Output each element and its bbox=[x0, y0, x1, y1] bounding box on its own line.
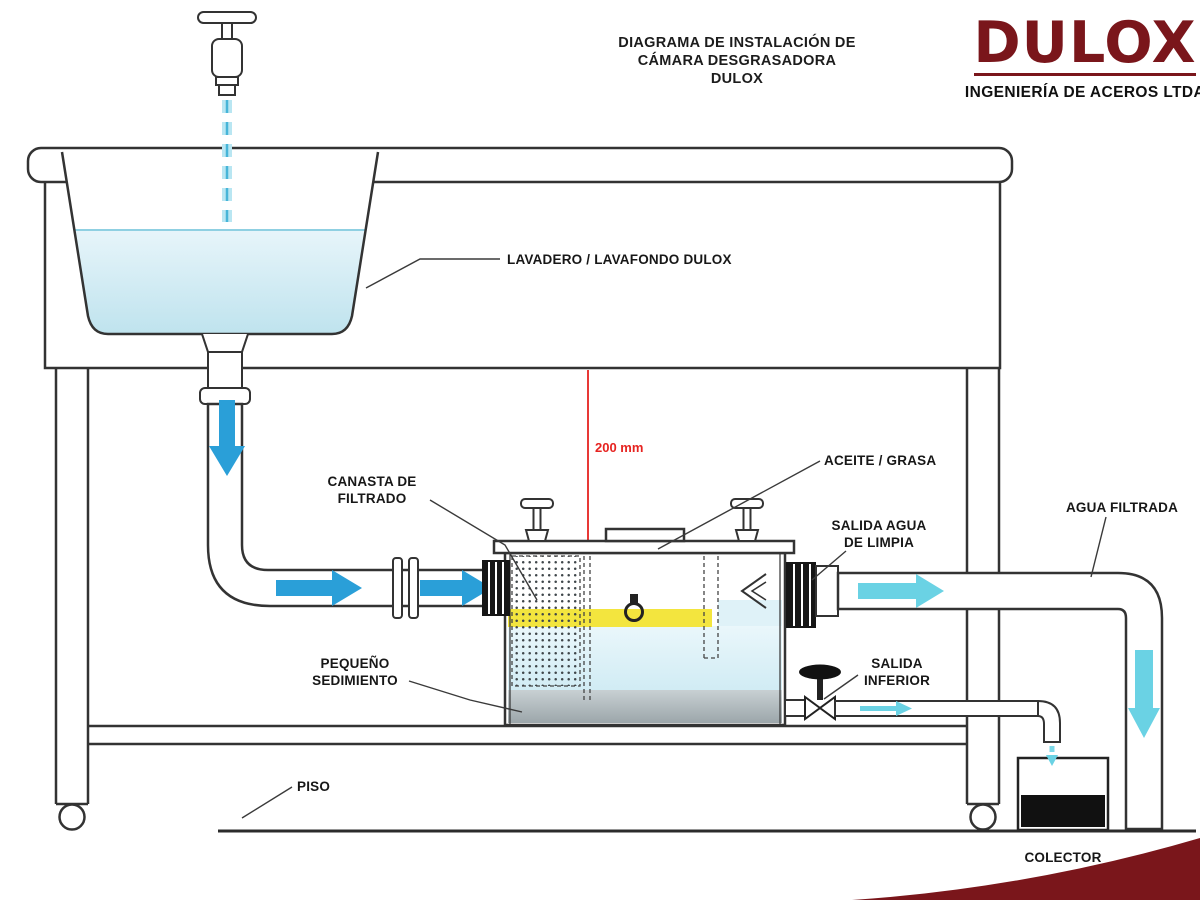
leader-piso bbox=[241, 786, 293, 819]
brand-underline bbox=[974, 73, 1196, 76]
outlet-funnel-inner bbox=[750, 581, 767, 601]
faucet-spout bbox=[218, 84, 236, 96]
lid-bolt-right bbox=[730, 498, 764, 542]
leader-lavadero bbox=[365, 258, 500, 289]
dulox-logo: DULOX INGENIERÍA DE ACEROS LTDA bbox=[965, 10, 1200, 101]
label-aceite: ACEITE / GRASA bbox=[824, 453, 936, 468]
diagram-title-line3: DULOX bbox=[711, 71, 763, 87]
label-canasta-line2: FILTRADO bbox=[338, 491, 407, 506]
trap-lid-handle bbox=[604, 527, 686, 543]
center-fitting-ring bbox=[624, 602, 644, 622]
valve-handle bbox=[799, 664, 841, 680]
drip-arrow-icon bbox=[1046, 755, 1058, 766]
bolt-stem bbox=[742, 507, 752, 531]
brand-tagline: INGENIERÍA DE ACEROS LTDA bbox=[965, 84, 1200, 101]
label-canasta-line1: CANASTA DE bbox=[328, 474, 417, 489]
flow-arrow-right-1-icon bbox=[276, 570, 362, 606]
label-pequeno-line2: SEDIMIENTO bbox=[312, 673, 398, 688]
leader-aceite bbox=[657, 460, 821, 550]
drain-pipe-assembly bbox=[199, 351, 492, 619]
label-salida-agua-line1: SALIDA AGUA bbox=[832, 518, 927, 533]
bottom-drain bbox=[784, 664, 1061, 743]
dimension-200mm: 200 mm bbox=[587, 370, 643, 541]
center-fitting-stem bbox=[630, 594, 638, 603]
label-salida-inferior-line1: SALIDA bbox=[871, 656, 923, 671]
leader-agua-filtrada bbox=[1090, 516, 1107, 578]
leader-salida-agua bbox=[811, 550, 847, 581]
bolt-handle-bar bbox=[520, 498, 554, 509]
clean-water-arrow-down-icon bbox=[1128, 650, 1160, 738]
clean-water-arrow-right-icon bbox=[858, 574, 944, 608]
valve-body-left bbox=[804, 695, 822, 721]
label-salida-agua-line2: DE LIMPIA bbox=[844, 535, 914, 550]
brand-swoosh bbox=[852, 838, 1200, 900]
diagram-title-line2: CÁMARA DESGRASADORA bbox=[638, 52, 837, 69]
valve-stem bbox=[817, 676, 823, 700]
flow-arrow-right-2-icon bbox=[420, 570, 492, 606]
sediment-layer bbox=[508, 690, 782, 723]
outlet-assembly bbox=[786, 562, 1164, 831]
leader-salida-inferior bbox=[823, 674, 859, 700]
pipe-union-right bbox=[408, 557, 419, 619]
bottom-drain-elbow bbox=[1037, 699, 1061, 743]
collector bbox=[1016, 756, 1110, 832]
diagram-title-line1: DIAGRAMA DE INSTALACIÓN DE bbox=[618, 33, 855, 51]
leader-canasta bbox=[429, 499, 538, 601]
bottom-drain-arrow-icon bbox=[860, 701, 912, 716]
label-salida-inferior-line2: INFERIOR bbox=[864, 673, 930, 688]
faucet-handle-bar bbox=[197, 11, 257, 24]
drain-pipe-upper bbox=[207, 351, 243, 389]
collector-contents bbox=[1021, 795, 1105, 827]
right-caster-wheel bbox=[969, 803, 997, 831]
bolt-base bbox=[524, 529, 550, 542]
label-pequeno-line1: PEQUEÑO bbox=[321, 656, 390, 671]
flow-arrow-down-icon bbox=[209, 400, 245, 476]
grease-trap bbox=[492, 498, 796, 727]
dimension-label: 200 mm bbox=[595, 440, 643, 455]
faucet-collar bbox=[215, 76, 239, 86]
sink bbox=[26, 146, 1014, 370]
callout-leaders bbox=[241, 258, 1107, 819]
basin-water bbox=[74, 230, 366, 334]
valve-body-right bbox=[818, 695, 836, 721]
faucet-handle-stem bbox=[221, 22, 233, 40]
leader-pequeno bbox=[408, 680, 523, 713]
collector-drip bbox=[1046, 746, 1058, 766]
outlet-funnel-outer bbox=[740, 573, 767, 609]
bottom-drain-stub bbox=[784, 699, 806, 717]
label-colector: COLECTOR bbox=[1024, 850, 1101, 865]
label-piso: PISO bbox=[297, 779, 330, 794]
trap-outlet-water bbox=[718, 600, 782, 626]
inlet-coupling bbox=[482, 560, 510, 616]
pipe-union-left bbox=[392, 557, 403, 619]
filter-basket-outline bbox=[511, 555, 581, 687]
faucet-body bbox=[211, 38, 243, 78]
header: DIAGRAMA DE INSTALACIÓN DE CÁMARA DESGRA… bbox=[618, 10, 1200, 101]
label-lavadero: LAVADERO / LAVAFONDO DULOX bbox=[507, 252, 732, 267]
lid-bolt-left bbox=[520, 498, 554, 542]
callout-labels: LAVADERO / LAVAFONDO DULOX CANASTA DE FI… bbox=[297, 252, 1178, 865]
bolt-stem bbox=[532, 507, 542, 531]
left-caster-wheel bbox=[58, 803, 86, 831]
bolt-base bbox=[734, 529, 760, 542]
drain-neck bbox=[201, 333, 249, 353]
brand-wordmark: DULOX bbox=[973, 10, 1196, 76]
faucet bbox=[197, 11, 257, 96]
label-agua-filtrada: AGUA FILTRADA bbox=[1066, 500, 1178, 515]
trap-lid bbox=[492, 539, 796, 555]
